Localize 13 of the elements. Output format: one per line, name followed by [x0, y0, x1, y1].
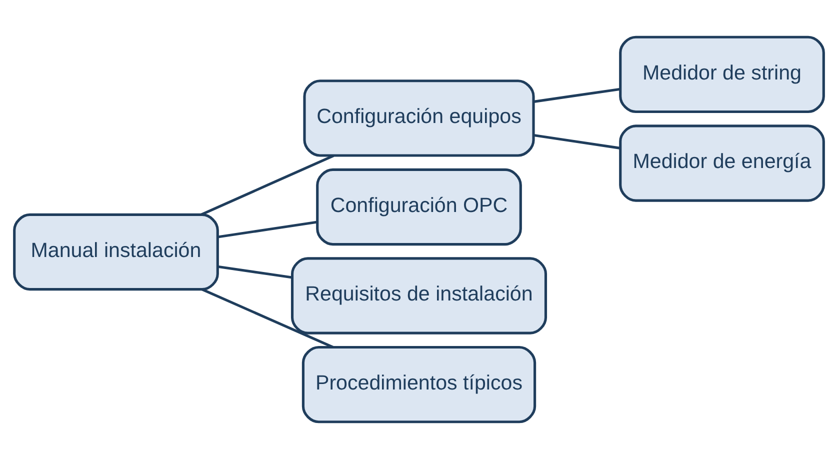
- node-box: Requisitos de instalación: [290, 257, 547, 334]
- connector: [533, 134, 620, 150]
- connector: [217, 265, 292, 279]
- connector: [533, 88, 620, 103]
- node-box: Medidor de string: [618, 36, 824, 114]
- node-box: Configuración OPC: [316, 168, 522, 246]
- node-box: Procedimientos típicos: [301, 346, 536, 424]
- connector: [201, 288, 334, 348]
- node-box: Manual instalación: [12, 213, 218, 291]
- connector: [217, 220, 318, 238]
- node-box: Configuración equipos: [302, 80, 534, 157]
- connector: [200, 154, 334, 216]
- node-box: Medidor de energía: [618, 124, 824, 202]
